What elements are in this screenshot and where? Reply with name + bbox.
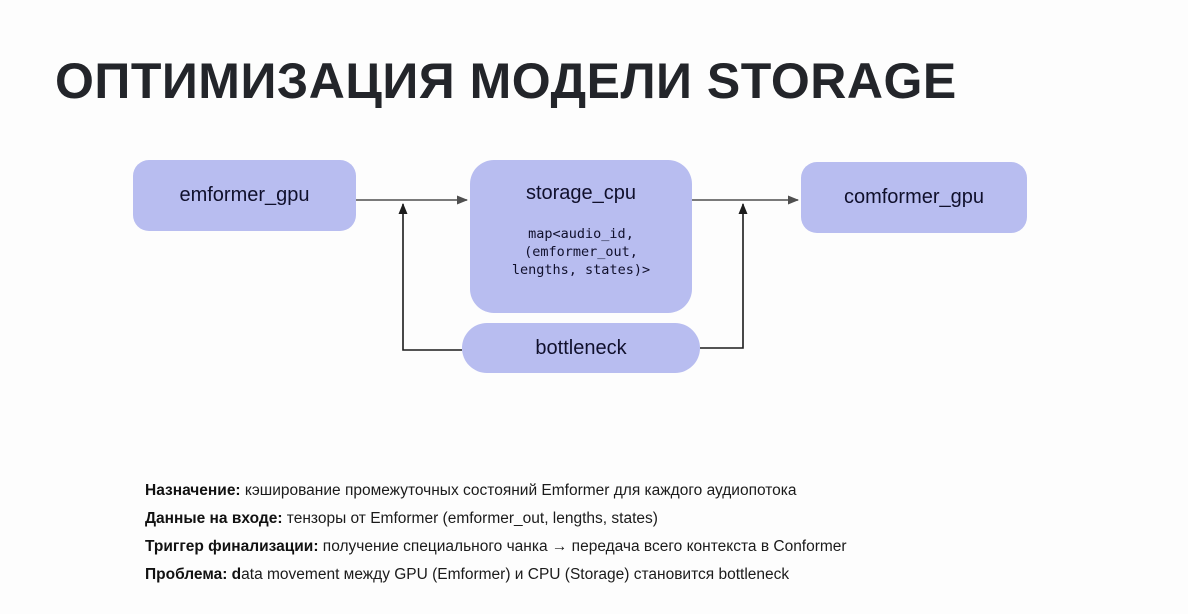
storage-code-line-2: (emformer_out,: [524, 244, 638, 260]
note-purpose: Назначение: кэширование промежуточных со…: [145, 477, 847, 505]
arrow-bottleneck-left-up-icon: [398, 203, 462, 351]
node-bottleneck-label: bottleneck: [535, 336, 627, 359]
node-bottleneck: bottleneck: [462, 323, 700, 373]
node-storage-cpu-label: storage_cpu: [525, 182, 637, 204]
arrow-bottleneck-right-up-icon: [700, 203, 748, 349]
node-storage-cpu: storage_cpu map<audio_id, (emformer_out,…: [470, 160, 692, 313]
note-problem-label: Проблема: d: [145, 566, 242, 583]
notes-block: Назначение: кэширование промежуточных со…: [145, 477, 847, 589]
note-input-data-text: тензоры от Emformer (emformer_out, lengt…: [282, 510, 658, 527]
node-comformer-gpu-label: comformer_gpu: [843, 186, 985, 208]
note-finalize-trigger-label: Триггер финализации:: [145, 538, 319, 555]
node-emformer-gpu: emformer_gpu: [133, 160, 356, 231]
note-finalize-trigger-text: получение специального чанка → передача …: [318, 538, 847, 555]
note-input-data: Данные на входе: тензоры от Emformer (em…: [145, 505, 847, 533]
node-comformer-gpu: comformer_gpu: [801, 162, 1027, 233]
storage-cpu-code: map<audio_id, (emformer_out, lengths, st…: [512, 225, 650, 279]
storage-code-line-3: lengths, states)>: [511, 262, 651, 278]
node-emformer-gpu-label: emformer_gpu: [179, 184, 310, 206]
slide-title: ОПТИМИЗАЦИЯ МОДЕЛИ STORAGE: [55, 53, 957, 109]
note-finalize-trigger: Триггер финализации: получение специальн…: [145, 533, 847, 561]
storage-code-line-1: map<audio_id,: [528, 226, 634, 242]
note-problem-text: ata movement между GPU (Emformer) и CPU …: [241, 566, 790, 583]
note-purpose-text: кэширование промежуточных состояний Emfo…: [240, 482, 797, 499]
note-purpose-label: Назначение:: [145, 482, 241, 499]
note-input-data-label: Данные на входе:: [145, 510, 283, 527]
note-problem: Проблема: data movement между GPU (Emfor…: [145, 561, 847, 589]
